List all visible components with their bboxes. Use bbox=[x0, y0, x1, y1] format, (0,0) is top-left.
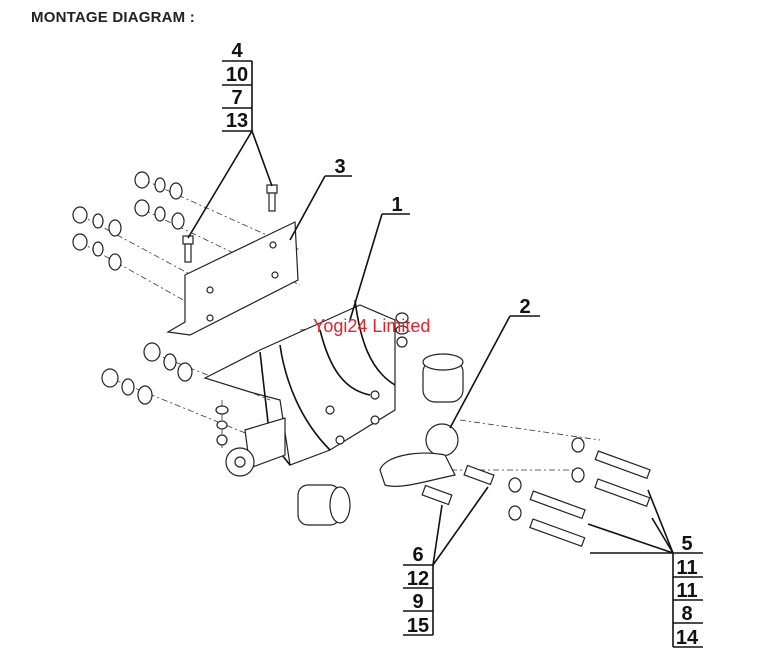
callout-2: 2 bbox=[519, 296, 530, 318]
callout-12: 12 bbox=[407, 568, 429, 590]
tow-ball bbox=[379, 353, 464, 487]
callout-15: 15 bbox=[407, 615, 429, 637]
callout-9: 9 bbox=[412, 591, 423, 613]
nuts-washers-lower bbox=[101, 312, 409, 446]
callout-14: 14 bbox=[676, 627, 699, 649]
electrical-socket bbox=[297, 484, 351, 526]
callout-7: 7 bbox=[231, 87, 242, 109]
callout-10: 10 bbox=[226, 64, 248, 86]
mounting-plate bbox=[166, 221, 299, 336]
callout-11a: 11 bbox=[676, 557, 697, 579]
nuts-washers-upper bbox=[72, 171, 185, 271]
leader-lines bbox=[187, 60, 703, 648]
callout-3: 3 bbox=[334, 156, 345, 178]
socket-plate bbox=[225, 417, 286, 477]
bolts-upper bbox=[182, 184, 278, 263]
callout-8: 8 bbox=[681, 603, 692, 625]
callout-4: 4 bbox=[231, 40, 243, 62]
bolts-lower bbox=[421, 437, 651, 548]
callout-6: 6 bbox=[412, 544, 423, 566]
callout-11b: 11 bbox=[676, 580, 697, 602]
callout-1: 1 bbox=[391, 194, 402, 216]
diagram-title: MONTAGE DIAGRAM : bbox=[31, 9, 195, 26]
towbar-bracket bbox=[203, 299, 396, 466]
callout-13: 13 bbox=[226, 110, 248, 132]
watermark: Yogi24 Limited bbox=[313, 316, 430, 336]
callout-5: 5 bbox=[681, 533, 692, 555]
